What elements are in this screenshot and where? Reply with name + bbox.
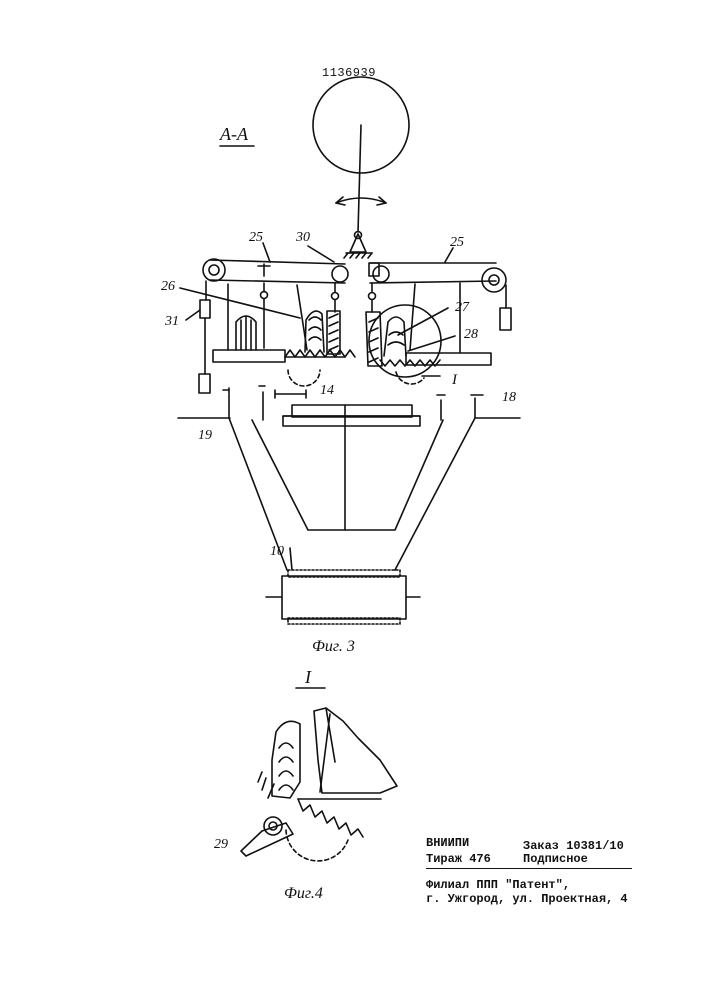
footer-circulation: Тираж 476 [426, 852, 491, 866]
left-lever-top [210, 260, 345, 264]
left-rack-teeth [285, 350, 355, 357]
left-pinion [288, 370, 320, 386]
fig4-pinion [286, 830, 348, 861]
callout-28: 28 [464, 327, 478, 342]
right-lever-bottom [370, 281, 496, 283]
leader-26 [180, 288, 300, 318]
callout-30: 30 [295, 230, 310, 245]
left-lever-roller [332, 266, 348, 282]
leader-10 [290, 548, 292, 570]
callout-25-right: 25 [450, 235, 464, 250]
fig4-lever-29 [241, 823, 293, 856]
pivot-support [350, 234, 366, 252]
left-pulley-outer [203, 259, 225, 281]
leader-25-right [445, 248, 453, 262]
callout-27: 27 [455, 300, 470, 315]
right-lever-roller [373, 266, 389, 282]
footer-org: ВНИИПИ [426, 836, 469, 850]
leader-28 [408, 336, 455, 351]
callout-19: 19 [198, 428, 212, 443]
bath-inner [252, 420, 443, 530]
footer-order: Заказ 10381/10 [523, 839, 624, 853]
footer-branch: Филиал ППП "Патент", [426, 878, 570, 892]
callout-26: 26 [161, 279, 175, 294]
left-slide-bar [213, 350, 285, 362]
funnel-walls [229, 418, 475, 570]
center-left-joint [332, 293, 339, 300]
leader-30 [308, 246, 334, 262]
left-knife-hatch [329, 314, 338, 350]
center-right-joint [369, 293, 376, 300]
left-lower-weight [199, 374, 210, 393]
detail-label: I [304, 667, 312, 687]
section-label: А-А [219, 124, 249, 144]
leader-31 [186, 310, 200, 320]
figure4-caption: Фиг.4 [284, 885, 323, 902]
left-counterweight [200, 300, 210, 318]
right-counterweight [500, 308, 511, 330]
footer-divider [426, 868, 632, 869]
fig4-coil-housing [272, 721, 300, 798]
left-lever-bottom [210, 280, 345, 283]
fig4-rack-teeth [298, 799, 363, 837]
right-cutter-coil [384, 317, 406, 356]
fig4-coil-windings [279, 743, 293, 790]
drive-shaft [358, 125, 361, 232]
callout-18: 18 [502, 390, 516, 405]
callout-25-left: 25 [249, 230, 263, 245]
left-cutter-windings [309, 317, 321, 340]
right-housing-slope [410, 284, 415, 350]
leader-25-left [263, 243, 270, 262]
fig4-cutter-body [314, 708, 397, 793]
left-pulley-inner [209, 265, 219, 275]
detail-marker: I [451, 372, 458, 388]
roller-10 [282, 576, 406, 619]
fig4-body-edges [320, 708, 335, 792]
footer-address: г. Ужгород, ул. Проектная, 4 [426, 892, 628, 906]
right-slide-bar [406, 353, 491, 365]
rotation-arrow [336, 198, 386, 203]
right-pulley-outer [482, 268, 506, 292]
callout-29: 29 [214, 837, 228, 852]
figure3-caption: Фиг. 3 [312, 638, 355, 655]
leader-27 [398, 308, 448, 335]
left-blade-lines [241, 316, 251, 350]
callout-14: 14 [320, 383, 334, 398]
callout-10: 10 [270, 544, 284, 559]
right-pulley-inner [489, 275, 499, 285]
callout-31: 31 [164, 314, 179, 329]
footer-subscription: Подписное [523, 852, 588, 866]
